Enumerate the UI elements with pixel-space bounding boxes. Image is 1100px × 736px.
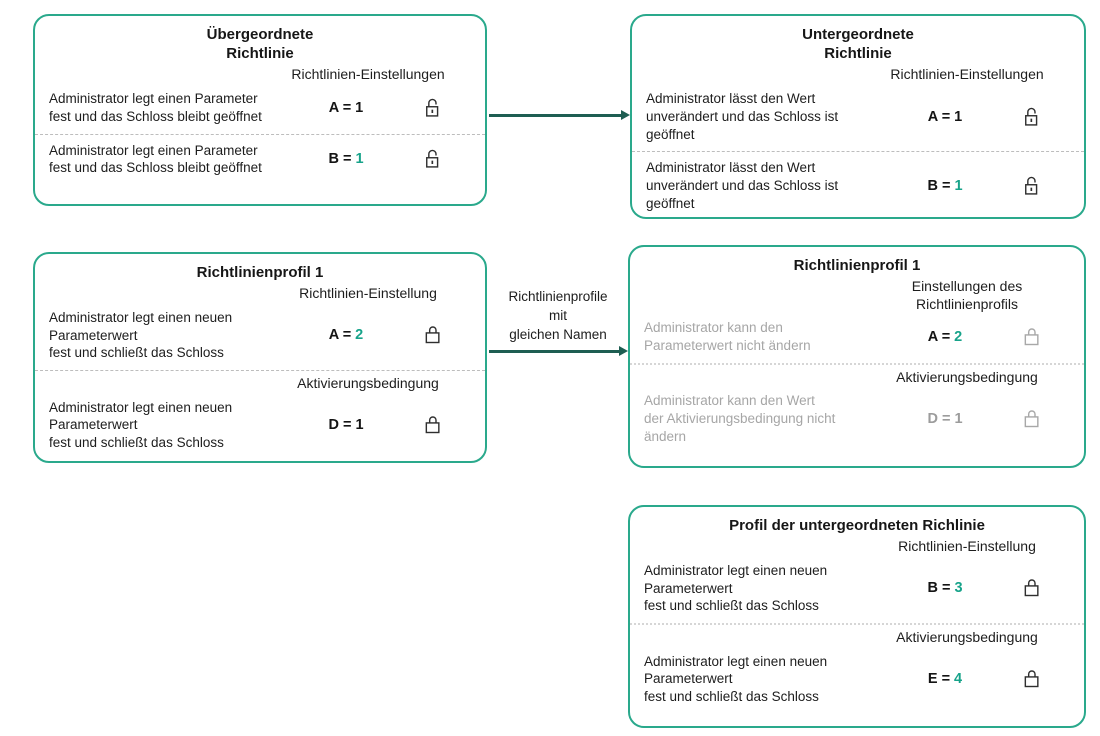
arrow-head-icon [619, 346, 628, 356]
divider [35, 370, 485, 372]
activation-subtitle: Aktivierungsbedingung [896, 629, 1038, 646]
divider [630, 362, 1084, 365]
settings-subtitle-row: Richtlinien-Einstellungen [49, 65, 471, 86]
settings-subtitle-row: Aktivierungsbedingung [644, 628, 1070, 649]
open-lock-icon [994, 175, 1070, 197]
setting-description: Administrator legt einen neuen Parameter… [49, 399, 233, 451]
settings-subtitle-row: Richtlinien-Einstellung [49, 284, 471, 305]
inherited-policy-profile-1-box: Richtlinienprofil 1 Einstellungen des Ri… [628, 245, 1086, 468]
closed-lock-icon [994, 326, 1070, 348]
settings-subtitle-row: Aktivierungsbedingung [644, 368, 1070, 389]
setting-value: E =4 [927, 671, 963, 688]
profile-settings-subtitle: Einstellungen des Richtlinienprofils [911, 278, 1023, 312]
settings-subtitle-row: Richtlinien-Einstellungen [646, 65, 1070, 86]
setting-value: A =1 [927, 108, 963, 125]
setting-value: A =2 [927, 329, 963, 345]
setting-row: Administrator legt einen neuen Parameter… [644, 649, 1070, 711]
arrow-line [489, 350, 621, 353]
setting-value: D =1 [328, 417, 364, 434]
divider [630, 623, 1084, 626]
setting-description: Administrator kann den Parameterwert nic… [644, 320, 811, 353]
closed-lock-icon [994, 577, 1070, 599]
box-title: Profil der untergeordneten Richlinie [729, 517, 985, 534]
closed-lock-icon [994, 408, 1070, 430]
child-policy-profile-box: Profil der untergeordneten Richlinie Ric… [628, 505, 1086, 728]
setting-row: Administrator kann den Wert der Aktivier… [644, 388, 1070, 450]
open-lock-icon [395, 148, 471, 170]
box-title: Übergeordnete Richtlinie [206, 26, 314, 63]
setting-value: B =1 [328, 151, 364, 168]
setting-value: A =2 [328, 327, 364, 344]
box-title: Richtlinienprofil 1 [793, 257, 921, 274]
setting-value: D =1 [927, 411, 963, 428]
setting-description: Administrator legt einen neuen Parameter… [644, 653, 828, 705]
closed-lock-icon [395, 414, 471, 436]
setting-description: Administrator legt einen Parameter fest … [49, 90, 262, 124]
setting-value: A =1 [328, 99, 364, 116]
setting-value: B =1 [927, 178, 963, 195]
setting-row: Administrator legt einen neuen Parameter… [49, 305, 471, 367]
parent-policy-box: Übergeordnete Richtlinie Richtlinien-Ein… [33, 14, 487, 206]
policy-profile-1-box: Richtlinienprofil 1 Richtlinien-Einstell… [33, 252, 487, 463]
setting-description: Administrator lässt den Wert unverändert… [646, 160, 839, 211]
settings-subtitle: Richtlinien-Einstellungen [291, 66, 445, 83]
open-lock-icon [395, 97, 471, 119]
setting-row: Administrator lässt den Wert unverändert… [646, 155, 1070, 217]
box-title: Richtlinienprofil 1 [196, 264, 324, 281]
setting-description: Administrator legt einen Parameter fest … [49, 142, 262, 176]
setting-row: Administrator kann den Parameterwert nic… [644, 315, 1070, 360]
arrow-label: Richtlinienprofile mit gleichen Namen [508, 289, 608, 342]
setting-row: Administrator legt einen Parameter fest … [49, 86, 471, 131]
setting-description: Administrator legt einen neuen Parameter… [49, 309, 233, 361]
activation-subtitle: Aktivierungsbedingung [896, 368, 1038, 385]
setting-description: Administrator lässt den Wert unverändert… [646, 90, 839, 142]
setting-row: Administrator lässt den Wert unverändert… [646, 86, 1070, 148]
setting-description: Administrator legt einen neuen Parameter… [644, 562, 828, 614]
inheritance-arrow-top [489, 109, 630, 121]
settings-subtitle-row: Richtlinien-Einstellung [644, 537, 1070, 558]
setting-value: B =3 [927, 580, 963, 597]
arrow-line [489, 114, 623, 117]
divider [35, 133, 485, 135]
setting-description: Administrator kann den Wert der Aktivier… [644, 393, 836, 444]
settings-subtitle-row: Einstellungen des Richtlinienprofils [644, 277, 1070, 315]
activation-subtitle: Aktivierungsbedingung [297, 375, 439, 392]
settings-subtitle-row: Aktivierungsbedingung [49, 374, 471, 395]
arrow-head-icon [621, 110, 630, 120]
setting-row: Administrator legt einen neuen Parameter… [49, 395, 471, 457]
inheritance-arrow-middle [489, 345, 628, 357]
open-lock-icon [994, 106, 1070, 128]
settings-subtitle: Richtlinien-Einstellungen [890, 66, 1044, 83]
divider [632, 151, 1084, 153]
setting-row: Administrator legt einen neuen Parameter… [644, 558, 1070, 620]
closed-lock-icon [395, 324, 471, 346]
box-title: Untergeordnete Richtlinie [802, 26, 914, 63]
closed-lock-icon [994, 668, 1070, 690]
setting-row: Administrator legt einen Parameter fest … [49, 138, 471, 183]
settings-subtitle: Richtlinien-Einstellung [299, 285, 437, 302]
settings-subtitle: Richtlinien-Einstellung [898, 538, 1036, 555]
child-policy-box: Untergeordnete Richtlinie Richtlinien-Ei… [630, 14, 1086, 219]
